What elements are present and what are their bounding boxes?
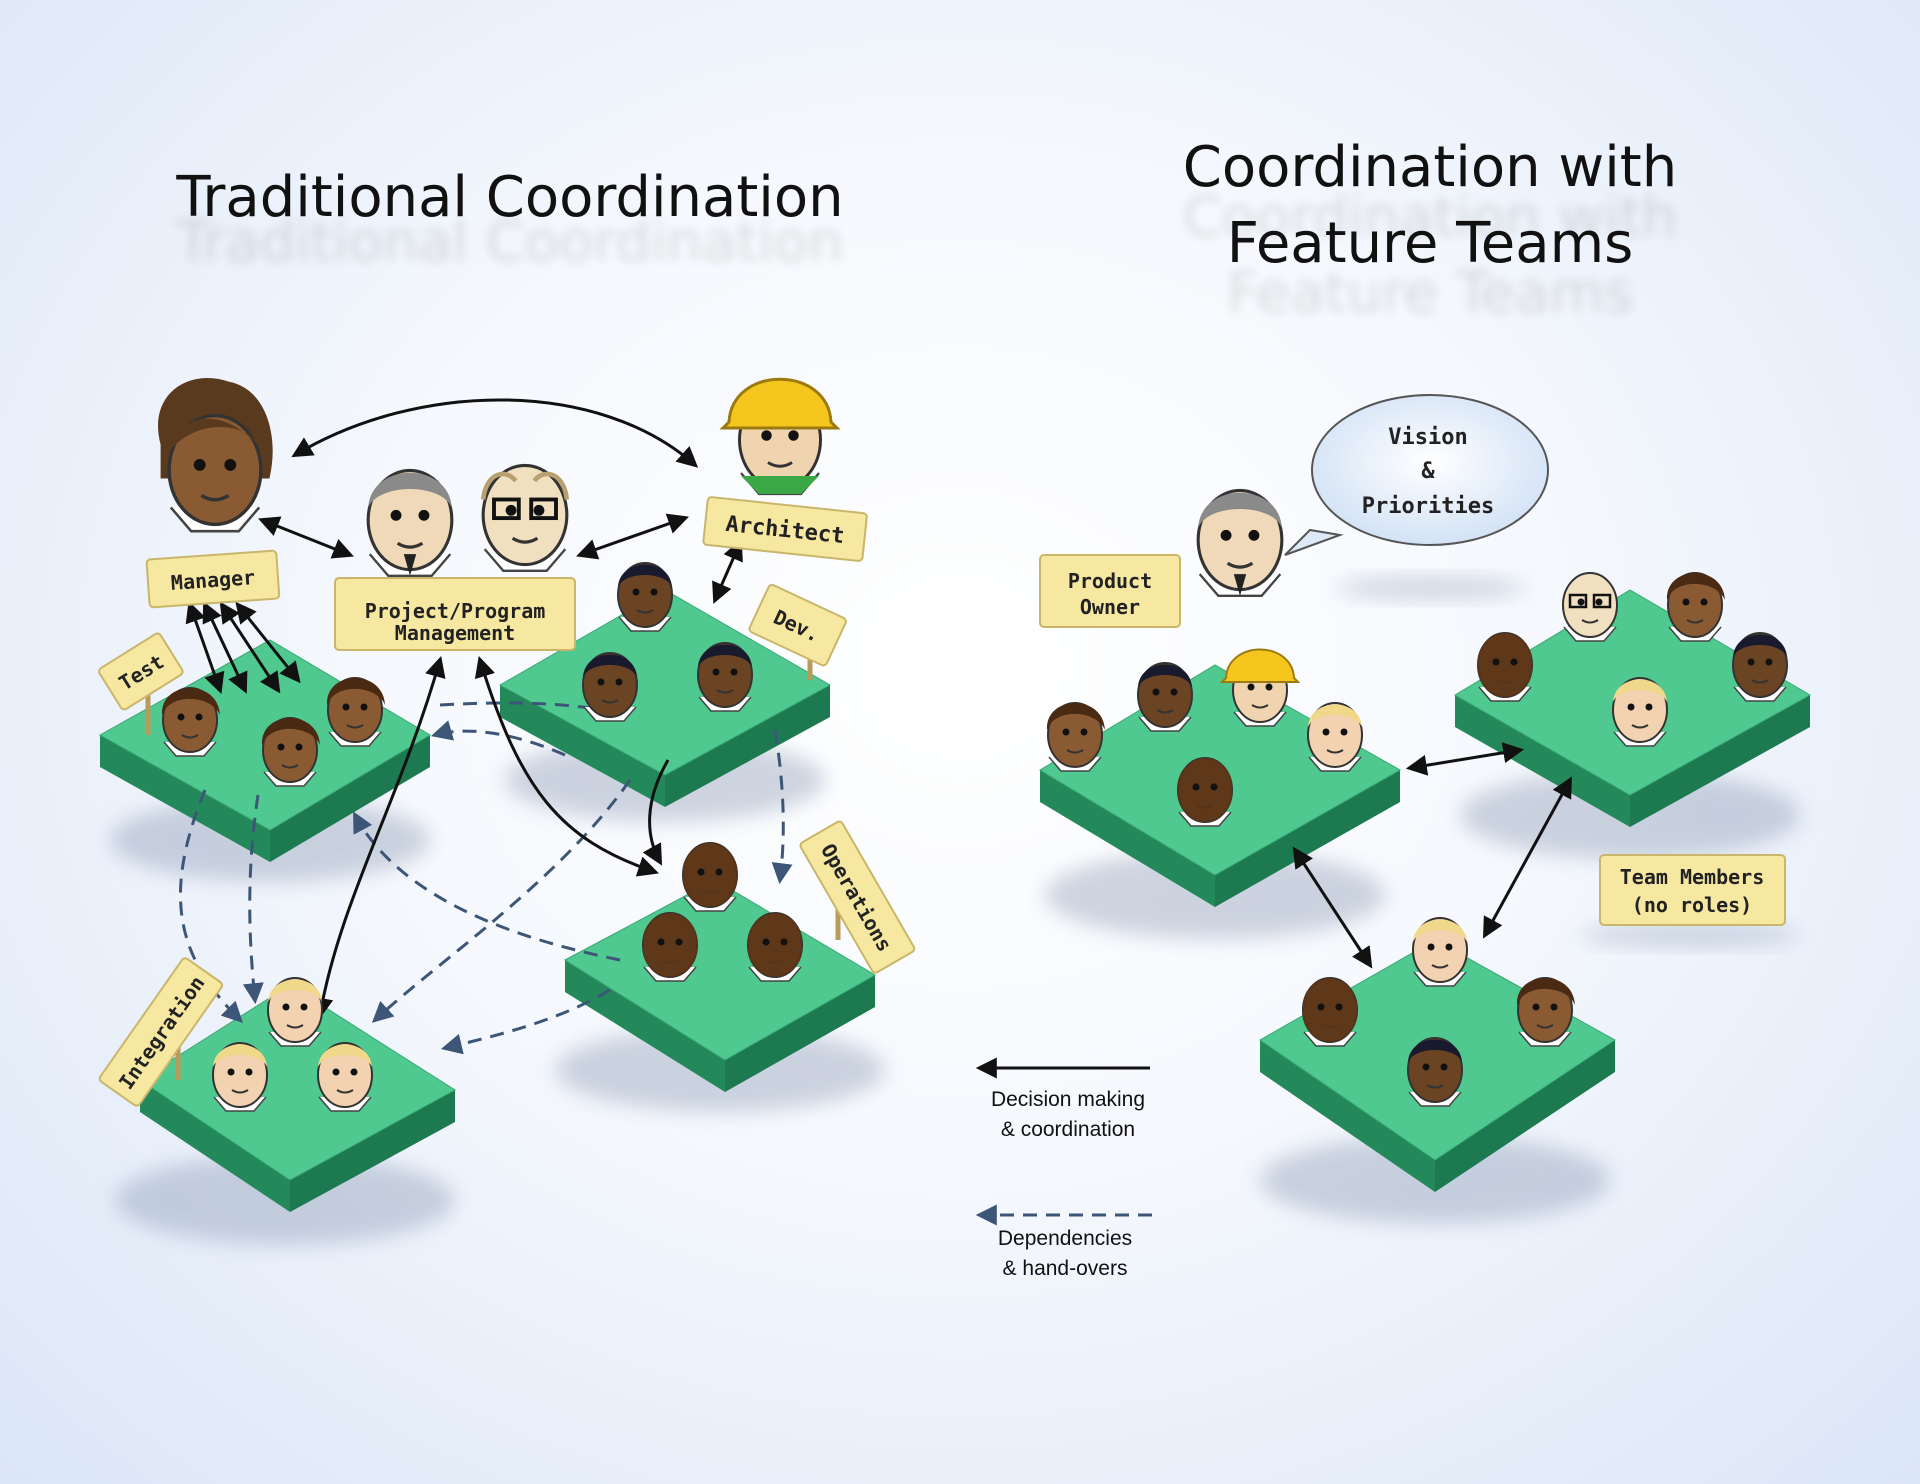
platform-integration <box>115 984 456 1245</box>
dependency-arrow <box>771 729 793 885</box>
dev-team-member <box>582 652 638 722</box>
feature-team-3-member <box>1407 1037 1463 1107</box>
legend-solid-line-1: Decision making <box>991 1088 1145 1111</box>
feature-team-3-member <box>1516 977 1575 1047</box>
product-owner-line-1: Product <box>1068 569 1152 593</box>
product-owner-sign: Product Owner <box>1039 554 1181 628</box>
product-owner-avatar <box>1196 488 1284 598</box>
manager-sign: Manager <box>145 549 281 609</box>
project-manager-avatar <box>366 468 454 578</box>
project-sign-line-1: Project/Program <box>365 599 546 623</box>
test-sign: Test <box>98 632 184 735</box>
feature-team-arrows <box>1292 742 1573 969</box>
vision-speech-bubble: Vision & Priorities <box>1284 394 1549 600</box>
coordination-arrow <box>1482 776 1573 939</box>
architect-sign: Architect <box>702 496 868 562</box>
feature-team-2-member <box>1562 572 1618 642</box>
integration-team-member <box>317 1042 373 1112</box>
feature-team-1-member <box>1046 702 1105 772</box>
test-team-member <box>161 687 220 757</box>
svg-text:Manager: Manager <box>170 565 256 595</box>
feature-team-2-member <box>1732 632 1788 702</box>
right-title-line-1: Coordination with <box>1182 135 1678 200</box>
coordination-arrow <box>258 516 354 559</box>
product-owner-line-2: Owner <box>1080 595 1140 619</box>
dev-team-member <box>617 562 673 632</box>
feature-team-3-member <box>1412 917 1468 987</box>
operations-team-member <box>682 842 738 912</box>
coordination-arrow <box>642 759 670 866</box>
test-team-member <box>261 717 320 787</box>
feature-team-3-member <box>1302 977 1358 1047</box>
coordination-arrows <box>185 398 743 1020</box>
coordination-arrow <box>474 655 659 877</box>
feature-team-1-member <box>1219 648 1301 727</box>
left-title: Traditional Coordination <box>176 165 844 230</box>
feature-team-2-member <box>1477 632 1533 702</box>
coordination-arrow <box>712 539 743 604</box>
team-members-line-1: Team Members <box>1620 865 1765 889</box>
feature-team-2-member <box>1612 677 1668 747</box>
feature-team-1-member <box>1177 757 1233 827</box>
feature-team-1-member <box>1137 662 1193 732</box>
dev-team-member <box>697 642 753 712</box>
architect-avatar <box>719 377 841 496</box>
team-members-sign: Team Members (no roles) <box>1580 854 1800 947</box>
legend: Decision making & coordination Dependenc… <box>975 1057 1152 1280</box>
bubble-line-2: & <box>1421 459 1435 484</box>
right-title: Coordination with Feature Teams <box>1120 130 1740 282</box>
bubble-line-1: Vision <box>1388 425 1467 450</box>
legend-dashed-line-2: & hand-overs <box>1003 1257 1128 1280</box>
operations-team-member <box>642 912 698 982</box>
legend-dashed-line-1: Dependencies <box>998 1227 1132 1250</box>
feature-team-1-member <box>1307 702 1363 772</box>
feature-team-2-member <box>1666 572 1725 642</box>
project-management-sign: Project/Program Management <box>334 577 576 651</box>
coordination-arrow <box>291 398 699 468</box>
team-members-line-2: (no roles) <box>1632 893 1752 917</box>
dependency-arrow <box>179 789 243 1023</box>
left-title-reflection: Traditional Coordination <box>176 210 844 275</box>
coordination-arrow <box>235 601 301 684</box>
coordination-arrow <box>576 513 689 560</box>
dev-sign: Dev. <box>748 583 847 680</box>
integration-team-member <box>267 977 323 1047</box>
coordination-arrow <box>1405 742 1525 776</box>
coordination-arrow <box>1292 846 1373 969</box>
coordination-arrow <box>312 655 446 1020</box>
operations-team-member <box>747 912 803 982</box>
legend-solid-line-2: & coordination <box>1001 1118 1135 1141</box>
integration-team-member <box>212 1042 268 1112</box>
right-title-line-2: Feature Teams <box>1226 211 1634 276</box>
program-manager-avatar <box>480 463 570 573</box>
dependency-arrow <box>242 794 264 1005</box>
manager-avatar <box>158 377 273 533</box>
bubble-line-3: Priorities <box>1362 494 1494 519</box>
project-sign-line-2: Management <box>395 621 515 645</box>
test-team-member <box>326 677 385 747</box>
